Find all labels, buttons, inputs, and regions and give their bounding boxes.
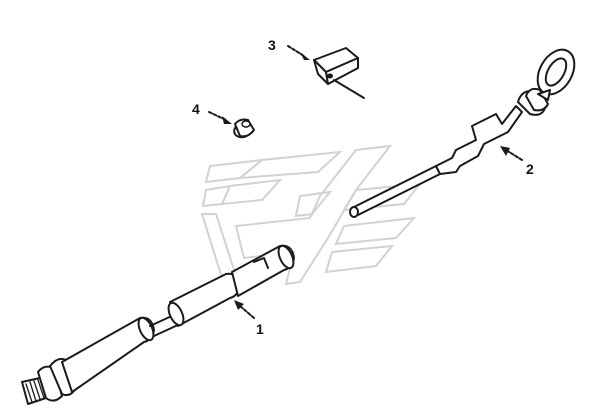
callout-4: 4	[192, 101, 200, 117]
plug-icon	[233, 118, 255, 139]
dipstick-icon	[349, 48, 576, 218]
dipstick-tube-icon	[21, 244, 295, 405]
threaded-fitting-icon	[21, 357, 77, 405]
callout-2: 2	[526, 161, 534, 177]
callout-3: 3	[268, 37, 276, 53]
bracket-clip-icon	[313, 47, 365, 99]
callout-1: 1	[256, 321, 264, 337]
callout-leaders	[208, 45, 523, 319]
watermark-logo	[200, 144, 423, 286]
